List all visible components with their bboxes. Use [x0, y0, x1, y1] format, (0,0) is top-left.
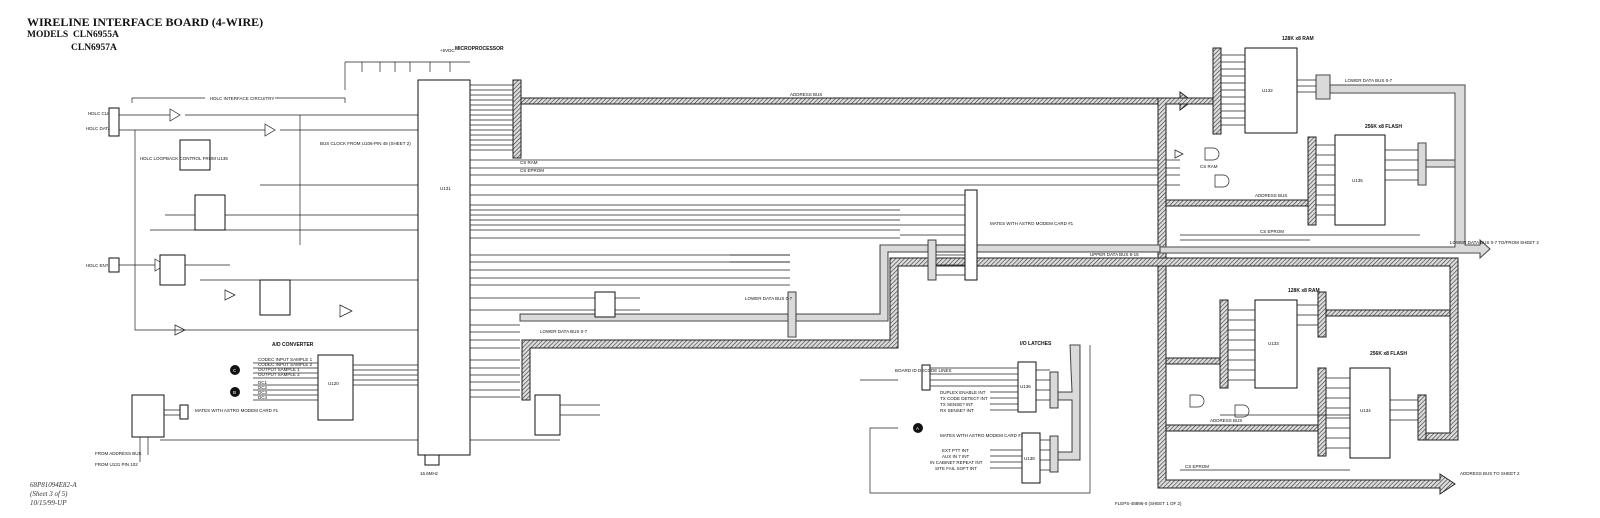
schematic-label: U133 [1268, 341, 1279, 346]
schematic-label: HDLC EN? [86, 263, 109, 268]
schematic-label: CS EPROM [1185, 464, 1209, 469]
model-1: CLN6955A [72, 30, 119, 40]
schematic-label: HDLC INTERFACE CIRCUITRY [210, 96, 274, 101]
schematic-label: U134 [1360, 408, 1371, 413]
hdlc-interface-bracket: HDLC INTERFACE CIRCUITRY [131, 94, 346, 103]
schematic-label: 16.6MHz [420, 471, 439, 476]
schematic-label: ADDRESS BUS [790, 92, 822, 97]
schematic-label: MATES WITH ASTRO MODEM CARD #1 [990, 221, 1074, 226]
schematic-label: C [233, 368, 237, 373]
schematic-label: BOARD ID DECODE LINES [895, 368, 952, 373]
schematic-label: U131 [440, 186, 451, 191]
schematic-label: U138 [1024, 456, 1035, 461]
schematic-label: LOWER DATA BUS 0-7 [1345, 78, 1393, 83]
schematic-label: CS EPROM [1260, 229, 1284, 234]
io-latches: I/O LATCHES U136 U138 BOARD ID DECODE LI… [860, 341, 1182, 506]
address-bus: ADDRESS BUS ADDRESS BUS TO SHEET 2 ADDRE… [512, 47, 1520, 495]
title-main: WIRELINE INTERFACE BOARD (4-WIRE) [27, 15, 264, 29]
marker-b [230, 387, 240, 397]
ram-u133: 128K x8 RAM U133 [1228, 288, 1320, 389]
schematic-label: CODEC INPUT SAMPLE 2 [258, 362, 313, 367]
chip-select-logic: CS RAM CS EPROM CS EPROM [1174, 147, 1420, 471]
schematic-label: DC1 [258, 380, 267, 385]
marker-a [913, 423, 923, 433]
schematic-label: BUS CLOCK FROM U106-PIN 48 (SHEET 2) [320, 141, 411, 146]
schematic-label: CODEC INPUT SAMPLE 1 [258, 357, 313, 362]
schematic-label: U132 [1262, 88, 1273, 93]
schematic-label: CS RAM [1200, 164, 1218, 169]
marker-c [230, 365, 240, 375]
schematic-label: HDLC DATA [86, 126, 111, 131]
schematic-label: CS EPROM [520, 168, 544, 173]
schematic-label: UPPER DATA BUS 8-15 [1090, 252, 1139, 257]
sheet-number: (Sheet 3 of 5) [30, 490, 68, 498]
microprocessor-u131: MICROPROCESSOR U131 CS RAM CS EPROM 16.6… [160, 46, 1180, 476]
schematic-label: FROM U131 PIN 102 [95, 462, 138, 467]
schematic-label: I/O LATCHES [1020, 341, 1052, 347]
schematic-label: LOWER DATA BUS 0-7 [540, 329, 588, 334]
schematic-label: MICROPROCESSOR [455, 46, 504, 52]
schematic-label: ADDRESS BUS [1255, 193, 1287, 198]
schematic-label: A/D CONVERTER [272, 342, 314, 348]
schematic-label: IN CABINET REPEAT INT [930, 460, 983, 465]
doc-number: 68P81094E82-A [30, 481, 77, 489]
data-buses: LOWER DATA BUS 0-7 LOWER DATA BUS 0-7 TO… [519, 74, 1539, 473]
schematic-label: SITE FAIL SOFT INT [935, 466, 977, 471]
schematic-label: CS RAM [520, 160, 538, 165]
model-2: CLN6957A [71, 43, 117, 53]
models-line: MODELS CLN6955A [27, 29, 263, 42]
schematic-label: 128K x8 RAM [1282, 36, 1314, 42]
schematic-label: EXT PTT INT [942, 448, 969, 453]
schematic-label: A [916, 426, 919, 431]
schematic-label: AUX IN 7 INT [942, 454, 970, 459]
schematic-label: LOWER DATA BUS 0-7 TO/FROM SHEET 2 [1450, 240, 1539, 245]
schematic-label: DC2 [258, 385, 267, 390]
schematic-label: B [233, 390, 236, 395]
schematic-label: 256K x8 FLASH [1370, 351, 1407, 357]
revision-date: 10/15/99-UP [30, 499, 67, 507]
schematic-label: 256K x8 FLASH [1365, 124, 1402, 130]
schematic-label: HDLC CLK [88, 111, 110, 116]
schematic-label: LOWER DATA BUS 0-7 [745, 296, 793, 301]
schematic-label: FROM ADDRESS BUS [95, 451, 142, 456]
schematic-label: ADDRESS BUS TO SHEET 2 [1460, 471, 1520, 476]
flash-u135: 256K x8 FLASH U135 [1316, 124, 1418, 226]
ram-u132: 128K x8 RAM U132 [1221, 36, 1316, 134]
schematic-label: OUTPUT SAMPLE 1 [258, 367, 300, 372]
schematic-label: ADDRESS BUS [1210, 418, 1242, 423]
schematic-label: 128K x8 RAM [1288, 288, 1320, 294]
address-decoder: MATES WITH ASTRO MODEM CARD #1 FROM ADDR… [95, 394, 279, 467]
schematic-label: FLEPS-48896-0 (SHEET 1 OF 2) [1115, 501, 1182, 506]
schematic-label: +5VDC [440, 48, 455, 53]
schematic-label: TX CODE DETECT INT [940, 396, 988, 401]
schematic-label: MATES WITH ASTRO MODEM CARD #1 [195, 408, 279, 413]
schematic-label: U135 [1352, 178, 1363, 183]
schematic-label: MATES WITH ASTRO MODEM CARD #1 [940, 433, 1024, 438]
schematic-label: DC3 [258, 390, 267, 395]
document-footer: 68P81094E82-A (Sheet 3 of 5) 10/15/99-UP [30, 481, 77, 508]
schematic-label: TX SENSE? INT [940, 402, 974, 407]
mid-connectors: MATES WITH ASTRO MODEM CARD #1 [534, 189, 1074, 436]
ad-converter-u120: A/D CONVERTER U120 CODEC INPUT SAMPLE 1 … [230, 342, 418, 421]
hdlc-inputs: HDLC CLK HDLC DATA HDLC EN? HDLC LOOPBAC… [86, 107, 418, 336]
flash-u134: 256K x8 FLASH U134 [1326, 351, 1418, 459]
schematic-label: OUTPUT SAMPLE 2 [258, 372, 300, 377]
schematic-label: U120 [328, 381, 339, 386]
bypass-capacitors: +5VDC [344, 48, 470, 90]
schematic-title: WIRELINE INTERFACE BOARD (4-WIRE) MODELS… [27, 16, 263, 55]
schematic-label: HDLC LOOPBACK CONTROL FROM U136 [140, 156, 228, 161]
schematic-label: MODELS [27, 30, 69, 40]
schematic-label: RX SENSE? INT [940, 408, 974, 413]
schematic-label: U136 [1020, 384, 1031, 389]
schematic-label: DUPLEX ENABLE INT [940, 390, 986, 395]
schematic-label: DC4 [258, 395, 267, 400]
